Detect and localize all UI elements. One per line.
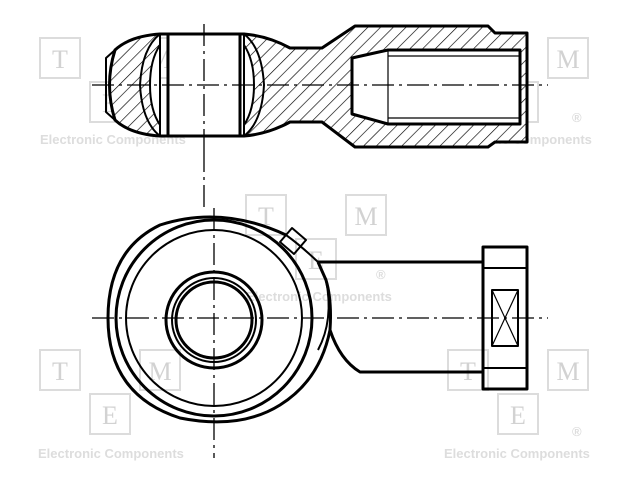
- watermark-letter-e: E: [510, 401, 526, 430]
- watermark-bottom-right: T M E Electronic Components ®: [444, 349, 590, 461]
- shank: [318, 260, 483, 374]
- watermark-letter-e: E: [102, 401, 118, 430]
- front-view: [92, 208, 548, 458]
- watermark-letter-m: M: [556, 45, 579, 74]
- watermark-letter-m: M: [148, 357, 171, 386]
- watermark-letter-t: T: [258, 202, 274, 231]
- watermark-letter-m: M: [354, 202, 377, 231]
- watermark-letter-t: T: [52, 357, 68, 386]
- watermark-registered-mark: ®: [572, 424, 582, 439]
- watermark-bottom-left: T M E Electronic Components: [38, 349, 184, 461]
- watermark-registered-mark: ®: [376, 267, 386, 282]
- watermark-registered-mark: ®: [572, 110, 582, 125]
- watermark-letter-t: T: [52, 45, 68, 74]
- watermark-caption: Electronic Components: [444, 446, 590, 461]
- watermark-caption: Electronic Components: [246, 289, 392, 304]
- grease-nipple: [279, 227, 307, 255]
- section-view: [92, 24, 548, 150]
- watermark-caption: Electronic Components: [38, 446, 184, 461]
- watermark-caption: Electronic Components: [40, 132, 186, 147]
- watermark-letter-m: M: [556, 357, 579, 386]
- eye-housing: [106, 215, 332, 424]
